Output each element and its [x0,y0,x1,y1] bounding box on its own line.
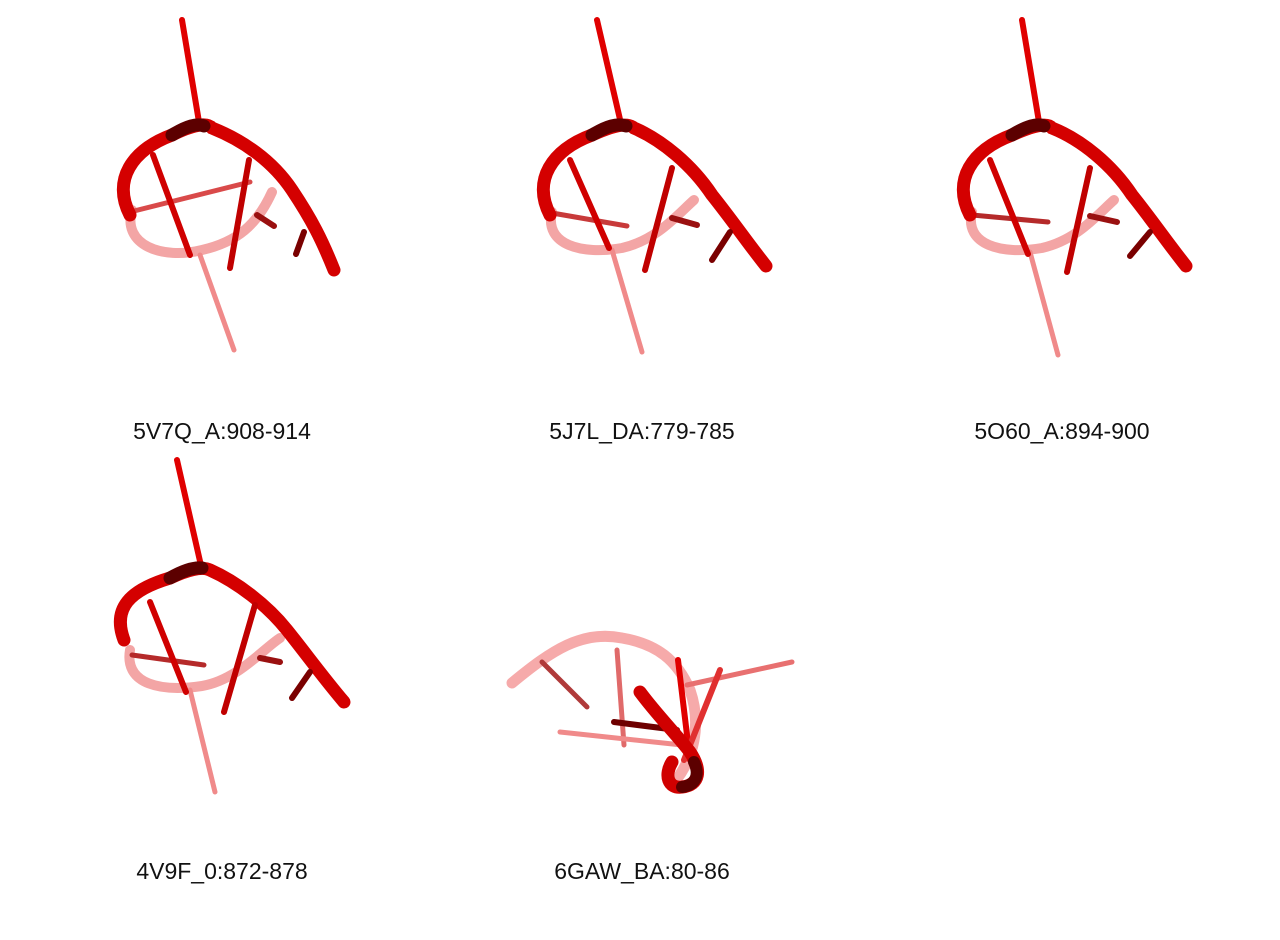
base-stick [969,212,1051,225]
rna-structure-render [536,17,773,355]
base-stick [179,17,203,131]
structure-label: 5O60_A:894-900 [974,418,1150,444]
base-stick [150,152,193,258]
base-stick [187,687,218,795]
backbone-dark-segment [585,118,633,142]
base-stick [609,247,645,355]
structure-panel-1: 5V7Q_A:908-914 [12,0,432,444]
structure-label: 6GAW_BA:80-86 [554,858,730,884]
structure-panel-5: 6GAW_BA:80-86 [432,440,852,884]
base-stick [1019,17,1043,131]
rna-structure-render [113,457,351,795]
base-stick [987,157,1031,257]
backbone-back-segment [965,195,1119,256]
backbone-back-segment [124,633,285,693]
base-stick [684,659,795,688]
base-stick [1087,213,1120,225]
base-stick [147,599,189,695]
backbone-dark-segment [1005,118,1051,142]
backbone-front-segment [536,118,773,273]
structure-panel-3: 5O60_A:894-900 [852,0,1272,444]
base-stick [567,157,612,251]
base-stick [614,647,627,748]
base-stick [557,729,685,748]
base-stick [669,215,700,228]
base-stick [174,457,205,573]
base-stick [293,229,307,257]
base-stick [1127,229,1153,259]
structure-panel-2: 5J7L_DA:779-785 [432,0,852,444]
base-stick [549,210,630,229]
backbone-dark-segment [676,756,703,793]
backbone-dark-segment [165,118,211,142]
base-stick [227,157,252,271]
backbone-front-segment [956,118,1193,273]
base-stick [709,229,733,263]
structure-panel-4: 4V9F_0:872-878 [12,440,432,884]
base-stick [642,165,675,273]
backbone-front-segment [113,561,351,709]
backbone-back-segment [125,187,277,259]
base-stick [289,669,313,701]
base-stick [129,652,207,668]
base-stick [594,17,625,131]
base-stick [257,655,283,665]
backbone-front-segment [116,118,341,277]
structure-label: 4V9F_0:872-878 [136,858,308,884]
base-stick [1027,249,1061,358]
base-stick [1064,165,1093,275]
rna-structure-render [956,17,1193,358]
structure-label: 5J7L_DA:779-785 [549,418,735,444]
rna-structure-render [506,630,795,794]
base-stick [127,179,253,215]
base-stick [254,212,277,229]
base-stick [197,252,237,353]
backbone-dark-segment [163,561,209,585]
base-stick [539,659,590,710]
structure-label: 5V7Q_A:908-914 [133,418,311,444]
base-stick [221,602,258,715]
rna-structure-render [116,17,341,353]
